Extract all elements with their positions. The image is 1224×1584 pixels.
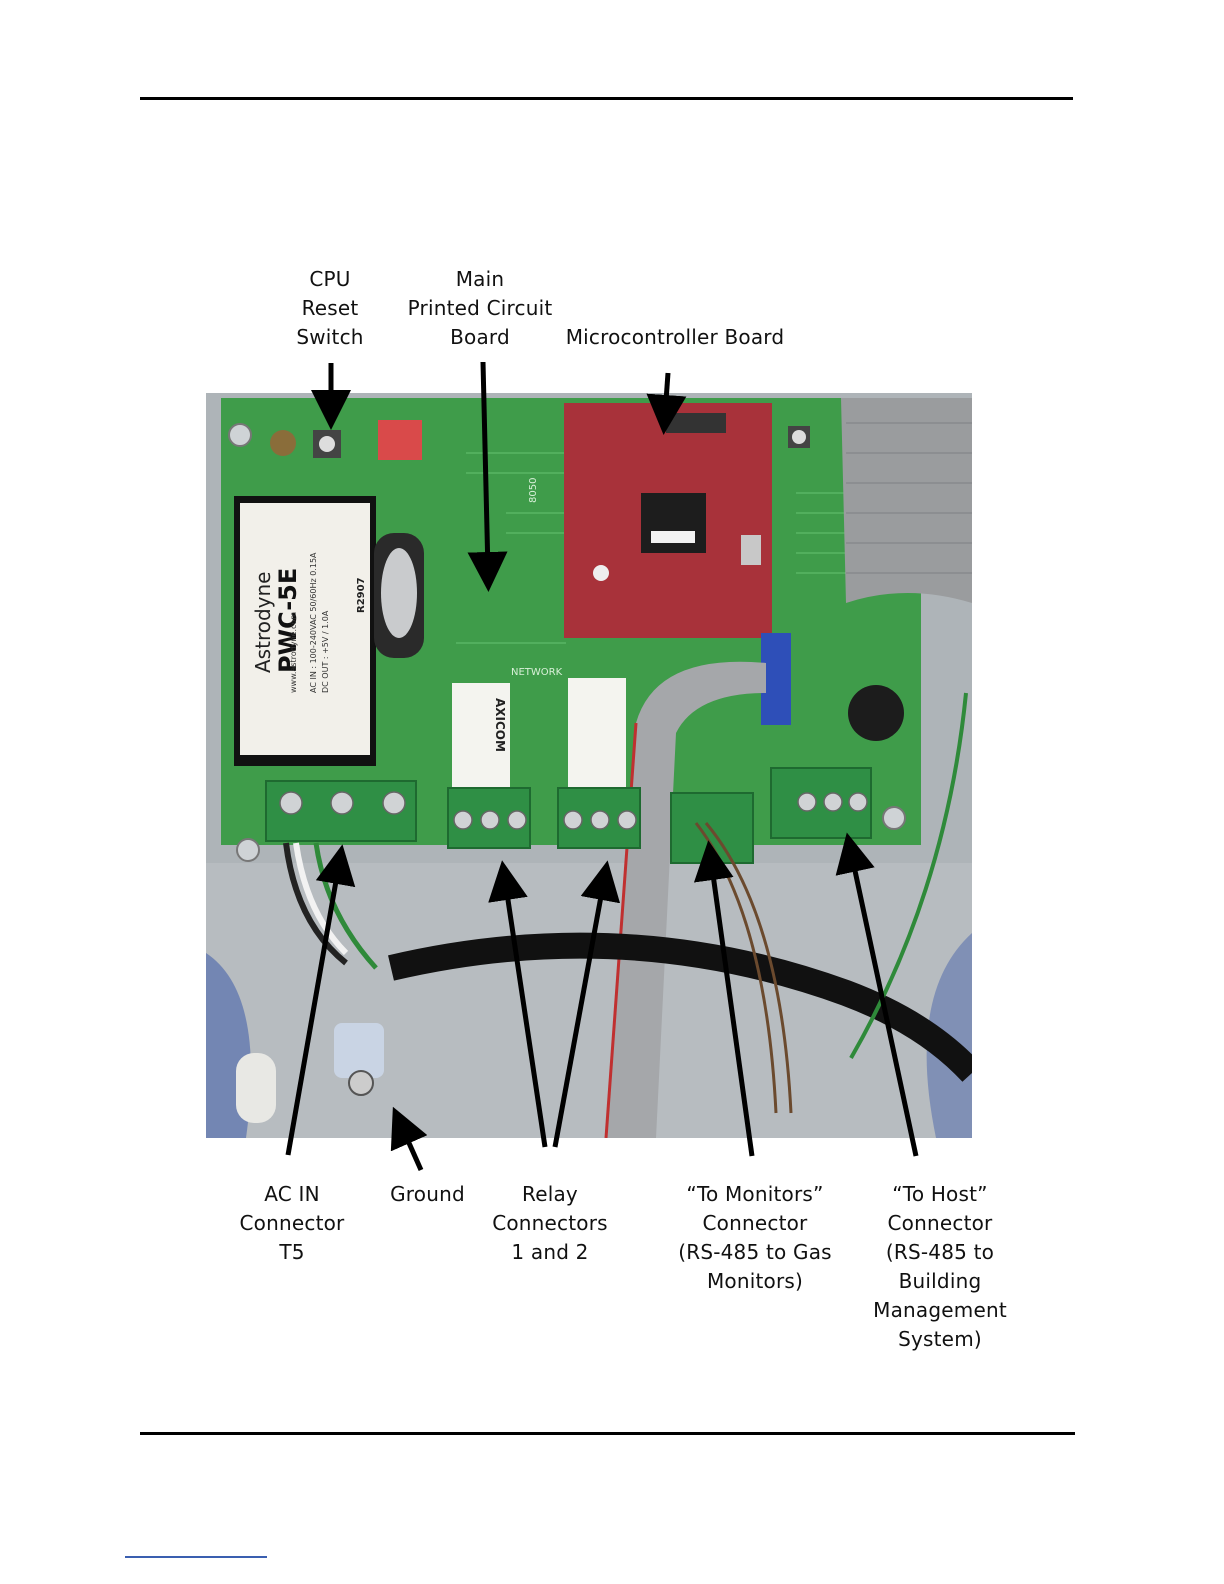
- label-ac-in-connector: AC IN Connector T5: [239, 1182, 345, 1264]
- label-ground: Ground: [390, 1182, 465, 1206]
- network-silk-text: NETWORK: [511, 667, 563, 678]
- psu-ac-text: AC IN : 100-240VAC 50/60Hz 0.15A: [309, 552, 318, 693]
- psu-brand-text: Astrodyne: [251, 572, 275, 673]
- label-main-pcb: Main Printed Circuit Board: [407, 267, 553, 349]
- label-microcontroller-board: Microcontroller Board: [565, 325, 785, 349]
- relay-brand-text: AXICOM: [493, 698, 507, 752]
- psu-code-text: R2907: [356, 577, 367, 613]
- label-cpu-reset-switch: CPU Reset Switch: [296, 267, 364, 349]
- psu-model-text: PWC-5E: [274, 568, 302, 673]
- psu-url-text: www.astrodyne.com: [289, 612, 298, 693]
- label-to-monitors-connector: “To Monitors” Connector (RS-485 to Gas M…: [678, 1182, 832, 1293]
- label-relay-connectors: Relay Connectors 1 and 2: [492, 1182, 608, 1264]
- label-to-host-connector: “To Host” Connector (RS-485 to Building …: [873, 1182, 1007, 1351]
- footer-link-underline: [125, 1556, 267, 1558]
- header-rule: [140, 97, 1073, 100]
- footer-rule: [140, 1432, 1075, 1435]
- circuit-board-photo: Astrodyne PWC-5E www.astrodyne.com AC IN…: [206, 393, 982, 1139]
- micro-silk-text: 8050: [528, 478, 539, 503]
- psu-dc-text: DC OUT : +5V / 1.0A: [321, 610, 330, 693]
